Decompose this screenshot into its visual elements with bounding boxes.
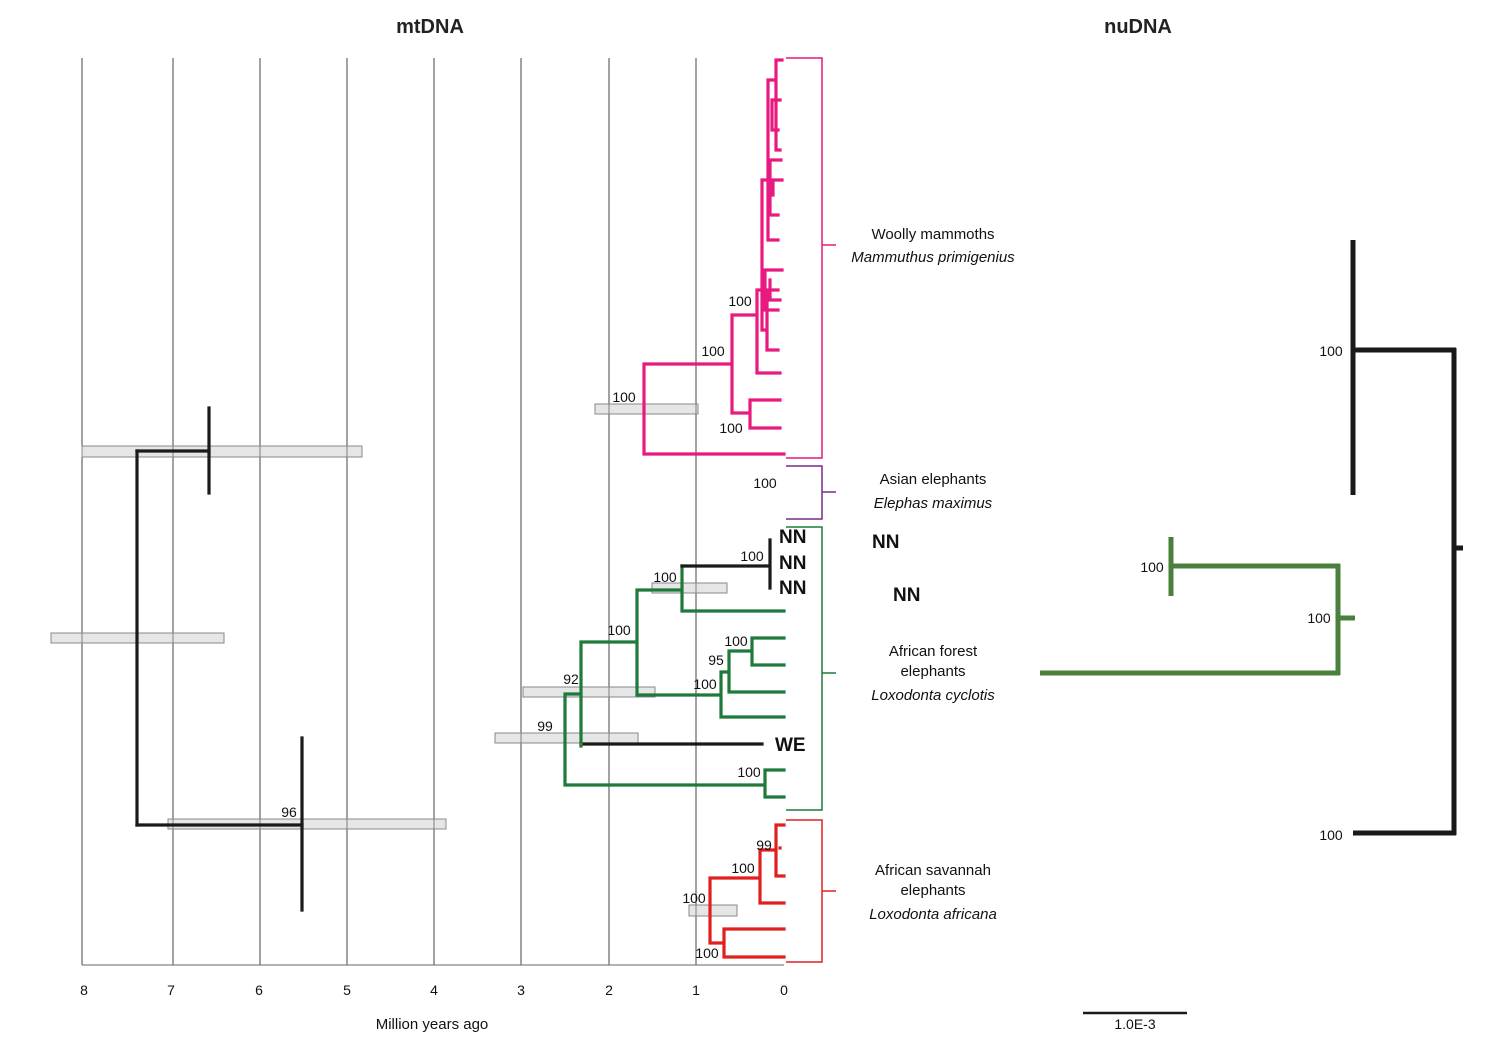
mt-mammoth-clade: [642, 58, 786, 456]
tick-3: 3: [517, 982, 525, 998]
support-mam-inner: 100: [728, 293, 752, 309]
support-asian: 100: [753, 475, 777, 491]
tick-6: 6: [255, 982, 263, 998]
bracket-forest: [786, 526, 836, 811]
x-axis-label: Million years ago: [376, 1016, 489, 1033]
tip-nn-1: NN: [779, 527, 806, 548]
tip-nn-2: NN: [779, 553, 806, 574]
nu-tip-nn-1: NN: [872, 532, 899, 553]
support-mam-sub: 100: [719, 420, 743, 436]
nu-tip-nn-2: NN: [893, 585, 920, 606]
bracket-mammoth: [786, 57, 836, 459]
scale-bar: 1.0E-3: [1083, 1011, 1187, 1032]
scale-bar-label: 1.0E-3: [1114, 1016, 1155, 1032]
bracket-asian: [786, 465, 836, 520]
support-nn: 100: [740, 548, 764, 564]
support-forest-100b: 100: [693, 676, 717, 692]
nu-support-forest: 100: [1307, 610, 1331, 626]
support-forest-last: 100: [737, 764, 761, 780]
tick-7: 7: [167, 982, 175, 998]
hpd-bar-elephantini: [81, 445, 363, 458]
nudna-title: nuDNA: [1104, 16, 1172, 38]
tick-1: 1: [692, 982, 700, 998]
tick-2: 2: [605, 982, 613, 998]
support-savannah-100b: 100: [682, 890, 706, 906]
mt-tip-labels: NN NN NN WE: [775, 527, 806, 756]
mammoth-branches: [642, 58, 786, 456]
savannah-branches: [708, 823, 786, 959]
tick-5: 5: [343, 982, 351, 998]
nu-labels: NN NN 100 100 100 100: [872, 343, 1343, 843]
hpd-bars: [50, 403, 738, 917]
clade-labels: Woolly mammoths Mammuthus primigenius As…: [851, 226, 1015, 923]
mtdna-title: mtDNA: [396, 16, 464, 38]
tip-nn-3: NN: [779, 578, 806, 599]
label-mammoth-scientific: Mammuthus primigenius: [851, 249, 1015, 266]
support-forest-95: 95: [708, 652, 724, 668]
tick-0: 0: [780, 982, 788, 998]
support-loxodonta: 96: [281, 804, 297, 820]
label-savannah-scientific: Loxodonta africana: [869, 906, 997, 923]
support-mam-root: 100: [612, 389, 636, 405]
support-forest-99: 99: [537, 718, 553, 734]
nu-support-nn: 100: [1140, 559, 1164, 575]
support-forest-sub: 100: [724, 633, 748, 649]
tick-8: 8: [80, 982, 88, 998]
support-savannah-99: 99: [756, 837, 772, 853]
mt-support-values: 100 100 100 100 100 100 100 100 100 95 1…: [281, 293, 777, 961]
nu-support-loxodonta: 100: [1319, 827, 1343, 843]
label-forest-common-1: African forest: [889, 643, 978, 660]
hpd-bar-forest-100: [651, 582, 728, 594]
label-asian-common: Asian elephants: [880, 471, 987, 488]
label-savannah-common-1: African savannah: [875, 862, 991, 879]
support-forest-a: 100: [653, 569, 677, 585]
hpd-bar-forest-92: [522, 686, 656, 698]
nu-tree: [913, 239, 1463, 893]
support-mam-main: 100: [701, 343, 725, 359]
mt-tree-backbone: [135, 406, 786, 912]
support-forest-b: 100: [607, 622, 631, 638]
tick-4: 4: [430, 982, 438, 998]
mt-forest-clade: [563, 538, 786, 799]
label-asian-scientific: Elephas maximus: [874, 495, 993, 512]
tip-we: WE: [775, 735, 806, 756]
clade-brackets: [786, 57, 836, 963]
mt-savannah-clade: [708, 823, 786, 959]
label-forest-scientific: Loxodonta cyclotis: [871, 687, 995, 704]
time-axis: 8 7 6 5 4 3 2 1 0 Million years ago: [80, 964, 788, 1033]
nn-branch: [680, 538, 772, 590]
support-forest-92: 92: [563, 671, 579, 687]
label-forest-common-2: elephants: [900, 663, 965, 680]
bracket-savannah: [786, 819, 836, 963]
support-savannah-100a: 100: [731, 860, 755, 876]
label-savannah-common-2: elephants: [900, 882, 965, 899]
label-mammoth-common: Woolly mammoths: [871, 226, 994, 243]
support-savannah-100c: 100: [695, 945, 719, 961]
nu-support-elephantid: 100: [1319, 343, 1343, 359]
time-gridlines: [81, 58, 697, 965]
forest-branches: [563, 564, 786, 799]
